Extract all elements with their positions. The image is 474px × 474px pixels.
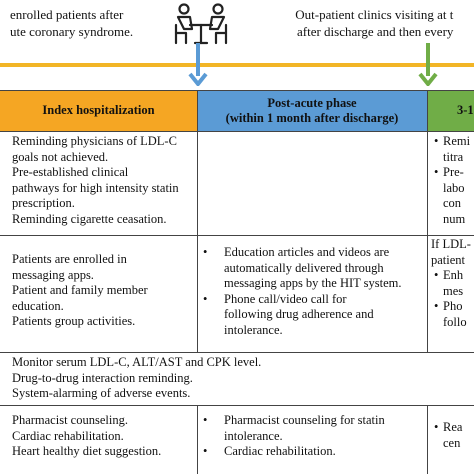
header-divider-1 [197,90,198,131]
row3-bottom-border [0,405,474,406]
row2-divider-2 [427,235,428,352]
row3-monitoring-cell: Monitor serum LDL-C, ALT/AST and CPK lev… [12,355,262,400]
row2-index-cell: Patients are enrolled in messaging apps.… [12,252,148,328]
row4-followup-cell: Rea cen [431,420,474,451]
row2-followup-cell: If LDL- patient Enh mes Pho follo [431,237,474,330]
post-acute-arrow [196,43,200,76]
header-follow-up: 3-1 [427,90,474,131]
row4-divider-1 [197,405,198,474]
top-right-caption: Out-patient clinics visiting at t after … [295,7,454,39]
list-item: Education articles and videos are automa… [200,245,426,292]
list-item: Cardiac rehabilitation. [200,444,426,460]
row4-post-acute-cell: Pharmacist counseling for statin intoler… [200,413,426,460]
post-acute-arrowhead-icon [188,72,208,86]
header-bottom-border [0,131,474,132]
header-post-acute-phase: Post-acute phase (within 1 month after d… [197,90,427,131]
row1-followup-cell: Remi titra Pre- labo con num [431,134,474,227]
header-divider-2 [427,90,428,131]
row2-bottom-border [0,352,474,353]
timeline-bar [0,63,474,67]
row1-index-cell: Reminding physicians of LDL-C goals not … [12,134,179,226]
followup-arrowhead-icon [418,72,438,86]
list-item: Pharmacist counseling for statin intoler… [200,413,426,444]
row1-bottom-border [0,235,474,236]
row1-divider-2 [427,131,428,235]
header-index-hospitalization: Index hospitalization [0,90,197,131]
followup-arrow [426,43,430,76]
doctor-patient-consultation-icon [174,3,228,45]
header-top-border [0,90,474,91]
top-left-caption: enrolled patients after ute coronary syn… [10,7,134,39]
row2-post-acute-cell: Education articles and videos are automa… [200,245,426,338]
row4-divider-2 [427,405,428,474]
row2-divider-1 [197,235,198,352]
row1-divider-1 [197,131,198,235]
list-item: Phone call/video call for following drug… [200,292,426,339]
row4-index-cell: Pharmacist counseling. Cardiac rehabilit… [12,413,162,458]
